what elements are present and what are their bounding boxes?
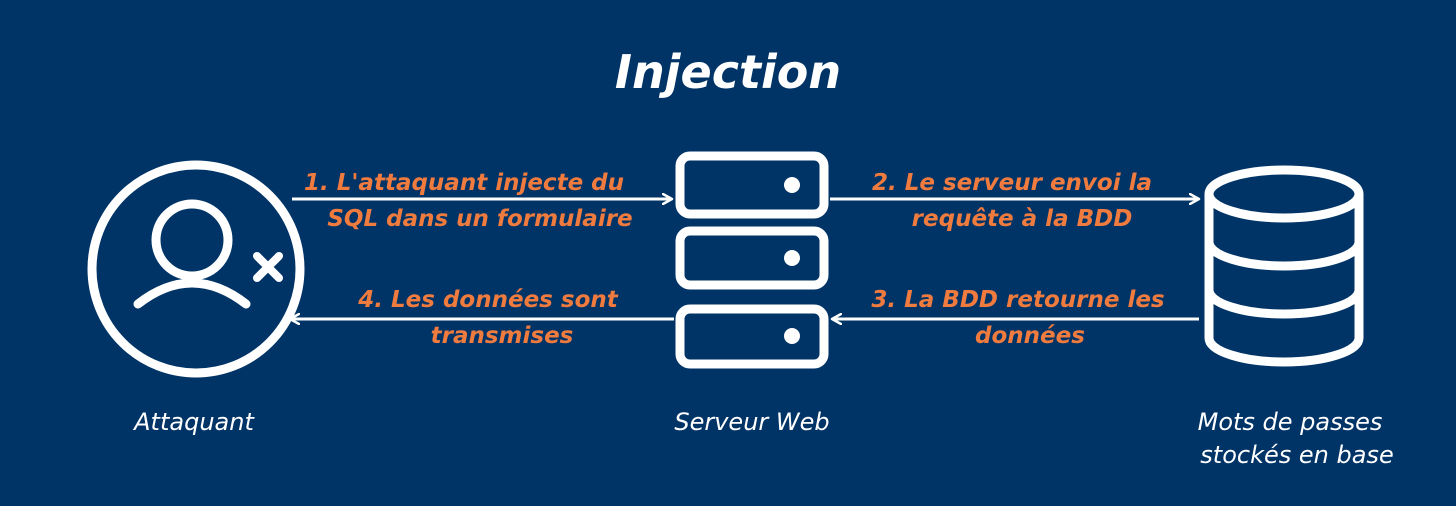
database-label-line1: Mots de passes bbox=[1198, 408, 1383, 436]
attacker-label: Attaquant bbox=[132, 408, 255, 436]
step2-label-line2: requête à la BDD bbox=[912, 206, 1133, 232]
step4-label-line2: transmises bbox=[431, 323, 574, 349]
step3-label-line1: 3. La BDD retourne les bbox=[871, 287, 1164, 313]
webserver-label: Serveur Web bbox=[674, 408, 829, 436]
step1-label-line1: 1. L'attaquant injecte du bbox=[304, 170, 624, 196]
attacker-user-icon bbox=[87, 160, 305, 378]
step2-label-line1: 2. Le serveur envoi la bbox=[872, 170, 1152, 196]
database-label-line2: stockés en base bbox=[1200, 441, 1393, 469]
step3-label-line2: données bbox=[975, 323, 1085, 349]
step4-label-line1: 4. Les données sont bbox=[357, 287, 618, 313]
server-stack-icon bbox=[675, 151, 829, 369]
diagram-title: Injection bbox=[615, 45, 841, 99]
database-icon bbox=[1204, 165, 1364, 367]
step1-label-line2: SQL dans un formulaire bbox=[327, 206, 632, 232]
